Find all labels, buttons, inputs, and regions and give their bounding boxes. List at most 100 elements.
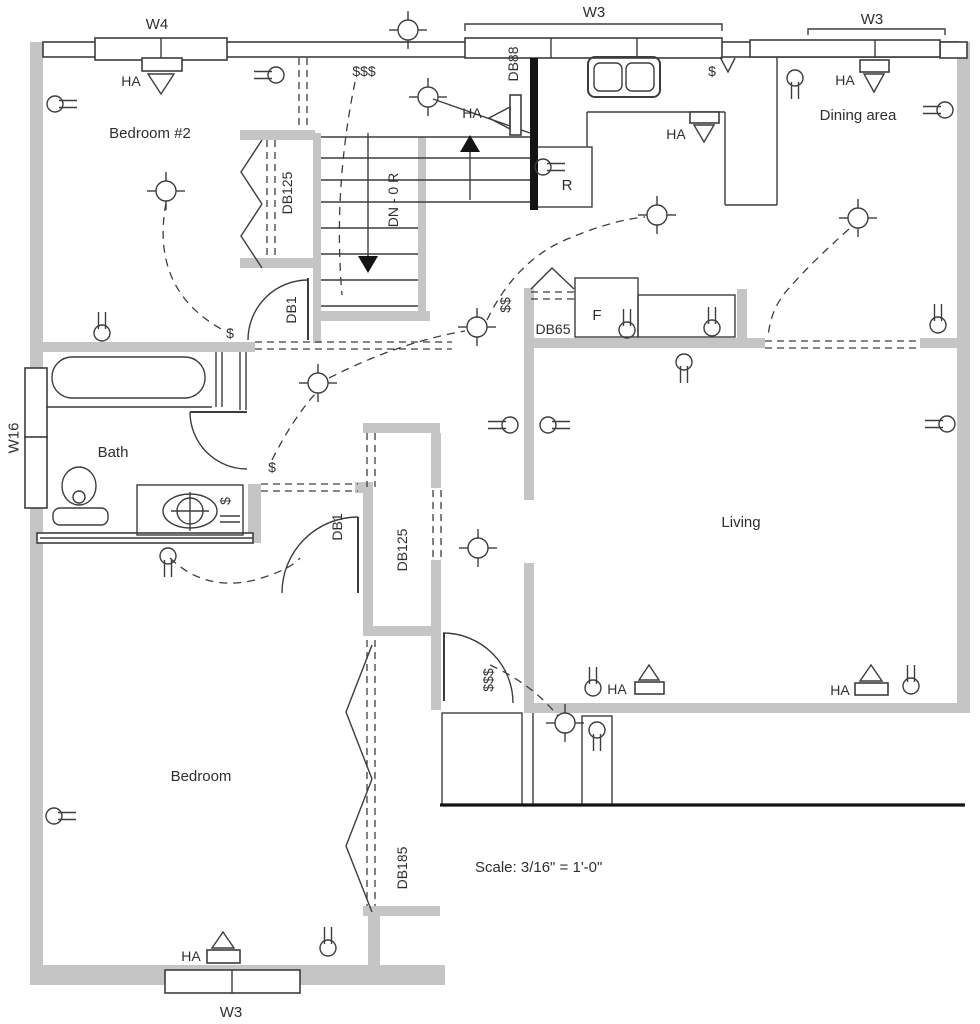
ha-register-icon <box>141 57 183 96</box>
window-label-w16: W16 <box>6 423 23 454</box>
room-label-bath: Bath <box>98 444 129 461</box>
special-outlet-icon <box>588 721 606 752</box>
duplex-outlet-icon <box>922 101 954 119</box>
stair-direction-label: DN - 0 R <box>385 173 401 227</box>
window-w4 <box>94 37 228 61</box>
closets <box>240 139 442 913</box>
special-outlet-icon <box>703 306 721 337</box>
door-label-db1-lower: DB1 <box>329 513 345 540</box>
duplex-outlet-icon <box>46 95 78 113</box>
room-label-living: Living <box>721 514 760 531</box>
duplex-outlet-icon <box>924 415 956 433</box>
furnace-area <box>530 267 736 338</box>
room-label-bedroom: Bedroom <box>171 768 232 785</box>
closet-label-db65: DB65 <box>535 321 570 337</box>
switch-label-two-way: $$ <box>497 297 513 313</box>
stair-down-arrow-icon <box>358 133 378 273</box>
text-labels: W4 W3 W3 W3 W16 Bedroom #2 Dining area B… <box>6 4 898 1021</box>
windows <box>24 23 946 994</box>
switch-flag-icon <box>719 56 736 74</box>
closet-label-db185: DB185 <box>394 846 410 889</box>
bath-fixtures <box>40 352 253 539</box>
vanity <box>136 484 244 536</box>
window-label-w4: W4 <box>146 16 169 33</box>
living-opening <box>765 340 920 349</box>
window-w16 <box>24 367 48 509</box>
closet-db185 <box>345 640 376 913</box>
special-outlet-icon <box>902 664 920 695</box>
window-label-w3-bottom: W3 <box>220 1004 243 1021</box>
special-outlet-icon <box>584 666 602 697</box>
door-db1-lower <box>261 483 359 594</box>
ha-label: HA <box>462 105 482 121</box>
ha-label: HA <box>835 72 855 88</box>
ceiling-light-icon <box>298 363 338 403</box>
closet-label-db125-bedroom2: DB125 <box>279 171 295 214</box>
walls-gray <box>30 42 970 985</box>
special-outlet-icon <box>159 547 177 578</box>
door-db1-upper <box>247 278 309 341</box>
special-outlet-icon <box>675 353 693 384</box>
staircase <box>298 58 530 307</box>
door-label-db1-upper: DB1 <box>283 296 299 323</box>
appliance-label-range: R <box>562 177 573 194</box>
stair-up-arrow-icon <box>460 135 480 200</box>
duplex-outlet-icon <box>45 807 77 825</box>
switch-label-single: $ <box>708 63 716 79</box>
duplex-outlet-icon <box>487 416 519 434</box>
bathtub <box>51 356 206 399</box>
special-outlet-icon <box>618 308 636 339</box>
ha-label: HA <box>607 681 627 697</box>
door-label-db88: DB88 <box>505 46 521 81</box>
duplex-outlet-icon <box>534 158 566 176</box>
ha-label: HA <box>181 948 201 964</box>
ha-registers <box>141 57 890 964</box>
ha-label: HA <box>666 126 686 142</box>
door-vestibule <box>442 632 514 704</box>
window-w3-right <box>749 28 946 58</box>
switch-label-three-way: $$$ <box>480 668 496 692</box>
doors <box>189 278 514 704</box>
ha-register-icon <box>854 663 889 696</box>
switch-label-three-way: $$$ <box>352 63 376 79</box>
window-w3-bottom <box>164 969 301 994</box>
ceiling-light-icon <box>408 77 448 117</box>
ceiling-light-icon <box>146 171 186 211</box>
special-outlet-icon <box>929 303 947 334</box>
ha-register-icon <box>487 94 522 136</box>
switch-label-single: $ <box>217 497 233 505</box>
closet-label-db125-hall: DB125 <box>394 528 410 571</box>
door-bath <box>189 411 248 470</box>
ha-register-icon <box>689 111 720 144</box>
special-outlet-icon <box>93 311 111 342</box>
special-outlet-icon <box>319 926 337 957</box>
room-label-bedroom2: Bedroom #2 <box>109 125 191 142</box>
ha-label: HA <box>121 73 141 89</box>
room-label-dining: Dining area <box>820 107 897 124</box>
scale-note: Scale: 3/16" = 1'-0" <box>475 859 602 876</box>
window-w3-top <box>464 23 723 59</box>
ha-register-icon <box>634 663 665 695</box>
ceiling-light-icon <box>838 198 878 238</box>
kitchen-sink <box>587 56 661 98</box>
duplex-outlet-icon <box>253 66 285 84</box>
ha-register-icon <box>859 59 890 94</box>
special-outlets <box>93 69 947 957</box>
closet-db125-hall <box>366 433 442 558</box>
window-label-w3-top: W3 <box>583 4 606 21</box>
ha-register-icon <box>206 930 241 964</box>
closet-db125-bedroom2 <box>240 139 276 269</box>
special-outlet-icon <box>786 69 804 100</box>
switch-wiring <box>162 81 850 717</box>
ha-label: HA <box>830 682 850 698</box>
appliance-label-furnace: F <box>592 307 601 324</box>
ceiling-light-icon <box>637 195 677 235</box>
sliding-door-db88 <box>530 58 538 210</box>
ceiling-light-icon <box>458 528 498 568</box>
switch-label-single: $ <box>268 459 276 475</box>
duplex-outlet-icon <box>539 416 571 434</box>
window-label-w3-right: W3 <box>861 11 884 28</box>
switch-label-single: $ <box>226 325 234 341</box>
